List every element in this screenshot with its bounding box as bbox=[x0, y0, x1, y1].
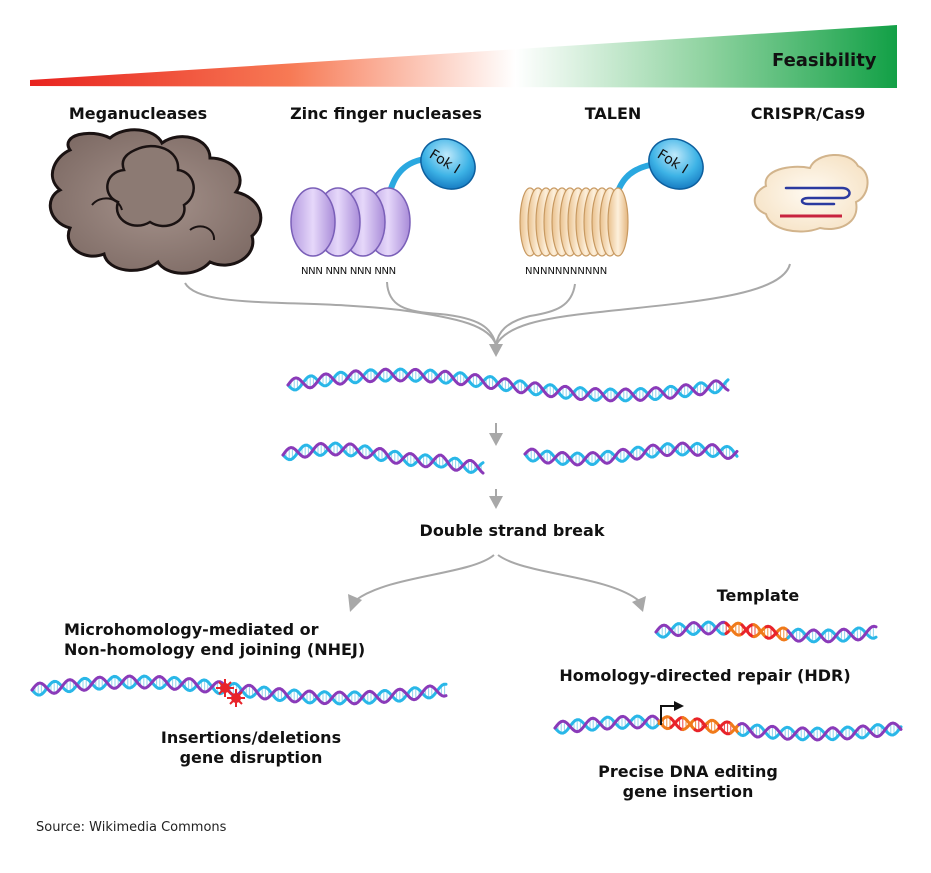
dna-intact bbox=[286, 367, 730, 403]
zfn-fok-domain bbox=[420, 138, 476, 190]
hdr-title: Homology-directed repair (HDR) bbox=[559, 666, 851, 685]
zinc-finger-module bbox=[290, 187, 336, 257]
talen-sequence: NNNNNNNNNNN bbox=[525, 266, 608, 277]
feasibility-label: Feasibility bbox=[772, 50, 877, 71]
dna-cut-left bbox=[281, 441, 485, 475]
branch-arrow-right bbox=[497, 554, 639, 601]
hdr-result-line2: gene insertion bbox=[622, 782, 754, 801]
meganuclease-protein bbox=[48, 128, 263, 275]
zfn-sequence: NNN NNN NNN NNN bbox=[301, 266, 396, 277]
source-credit: Source: Wikimedia Commons bbox=[36, 820, 227, 835]
dna-nhej-repaired bbox=[30, 674, 448, 706]
template-label: Template bbox=[716, 586, 800, 605]
indel-marks bbox=[216, 679, 245, 707]
dna-template bbox=[654, 620, 878, 644]
cas9-protein bbox=[753, 153, 869, 233]
label-crispr-cas9: CRISPR/Cas9 bbox=[750, 104, 866, 123]
arrow-head-3 bbox=[489, 496, 503, 509]
zfn-seq-2: NNN bbox=[325, 266, 347, 277]
double-strand-break-label: Double strand break bbox=[419, 521, 605, 540]
talen-repeat-array bbox=[519, 187, 629, 257]
nhej-result-line1: Insertions/deletions bbox=[160, 728, 342, 747]
zfn-seq-1: NNN bbox=[301, 266, 323, 277]
nhej-result-line2: gene disruption bbox=[179, 748, 323, 767]
label-zinc-finger-nucleases: Zinc finger nucleases bbox=[290, 104, 482, 123]
promoter-arrow bbox=[660, 705, 675, 725]
nhej-title-line2: Non-homology end joining (NHEJ) bbox=[64, 640, 366, 659]
zfn-seq-3: NNN bbox=[349, 266, 372, 277]
arrow-head-2 bbox=[489, 433, 503, 446]
converging-arrows bbox=[184, 263, 791, 346]
dna-cut-right bbox=[523, 441, 739, 467]
label-talen: TALEN bbox=[584, 104, 642, 123]
talen-repeat bbox=[607, 187, 629, 257]
branch-arrow-left bbox=[355, 554, 495, 601]
label-meganucleases: Meganucleases bbox=[68, 104, 208, 123]
nhej-title: Microhomology-mediated or Non-homology e… bbox=[64, 620, 365, 660]
zinc-finger-array bbox=[290, 187, 411, 257]
feasibility-gradient-bar bbox=[30, 25, 897, 88]
dna-hdr-edited bbox=[553, 714, 903, 742]
nhej-result: Insertions/deletions gene disruption bbox=[161, 728, 341, 768]
zfn-seq-4: NNN bbox=[374, 266, 396, 277]
hdr-result: Precise DNA editing gene insertion bbox=[598, 762, 778, 802]
talen-fok-domain bbox=[648, 138, 704, 190]
dna-layer bbox=[30, 367, 903, 742]
nhej-title-line1: Microhomology-mediated or bbox=[64, 620, 319, 639]
hdr-result-line1: Precise DNA editing bbox=[598, 762, 778, 781]
arrow-head-1 bbox=[489, 344, 503, 357]
